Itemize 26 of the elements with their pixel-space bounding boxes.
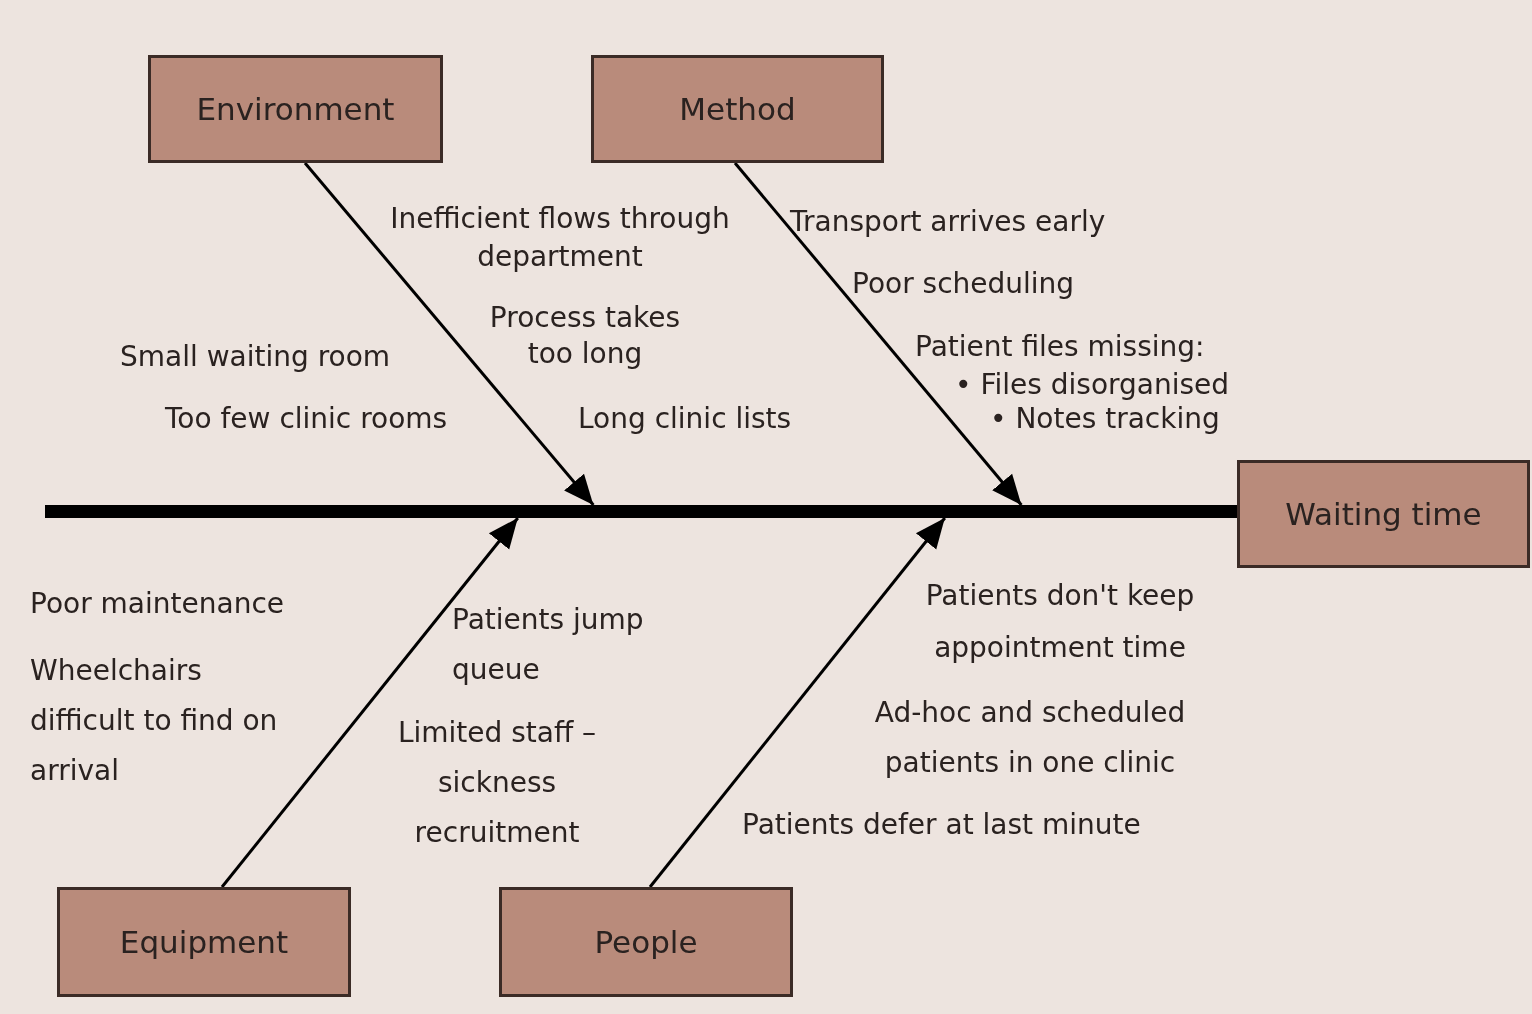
arrow	[303, 162, 595, 506]
category-box: Method	[591, 55, 884, 163]
arrow	[733, 162, 1023, 506]
arrow	[220, 517, 519, 888]
effect-box: Waiting time	[1237, 460, 1530, 568]
cause-label: • Notes tracking	[990, 401, 1221, 437]
cause-label: Limited staff – sickness recruitment	[396, 715, 598, 851]
cause-label: Poor maintenance	[30, 586, 285, 622]
cause-label: Transport arrives early	[790, 204, 1107, 240]
arrow	[648, 517, 946, 888]
cause-label: Wheelchairs difficult to find on arrival	[30, 653, 279, 789]
cause-label: Patients jump queue	[452, 602, 645, 688]
cause-label: Too few clinic rooms	[165, 401, 449, 437]
cause-label: Process takes too long	[488, 300, 682, 372]
cause-label: Inefficient flows through department	[389, 201, 731, 275]
category-box: People	[499, 887, 793, 997]
cause-label: Poor scheduling	[852, 266, 1076, 302]
cause-label: Long clinic lists	[578, 401, 793, 437]
category-box: Equipment	[57, 887, 351, 997]
cause-label: Patients defer at last minute	[742, 807, 1142, 843]
cause-label: Patient files missing:	[915, 329, 1206, 365]
category-box: Environment	[148, 55, 443, 163]
cause-label: • Files disorganised	[955, 367, 1231, 403]
cause-label: Small waiting room	[120, 339, 392, 375]
cause-label: Patients don't keep appointment time	[924, 578, 1196, 666]
cause-label: Ad-hoc and scheduled patients in one clinic	[873, 695, 1187, 781]
